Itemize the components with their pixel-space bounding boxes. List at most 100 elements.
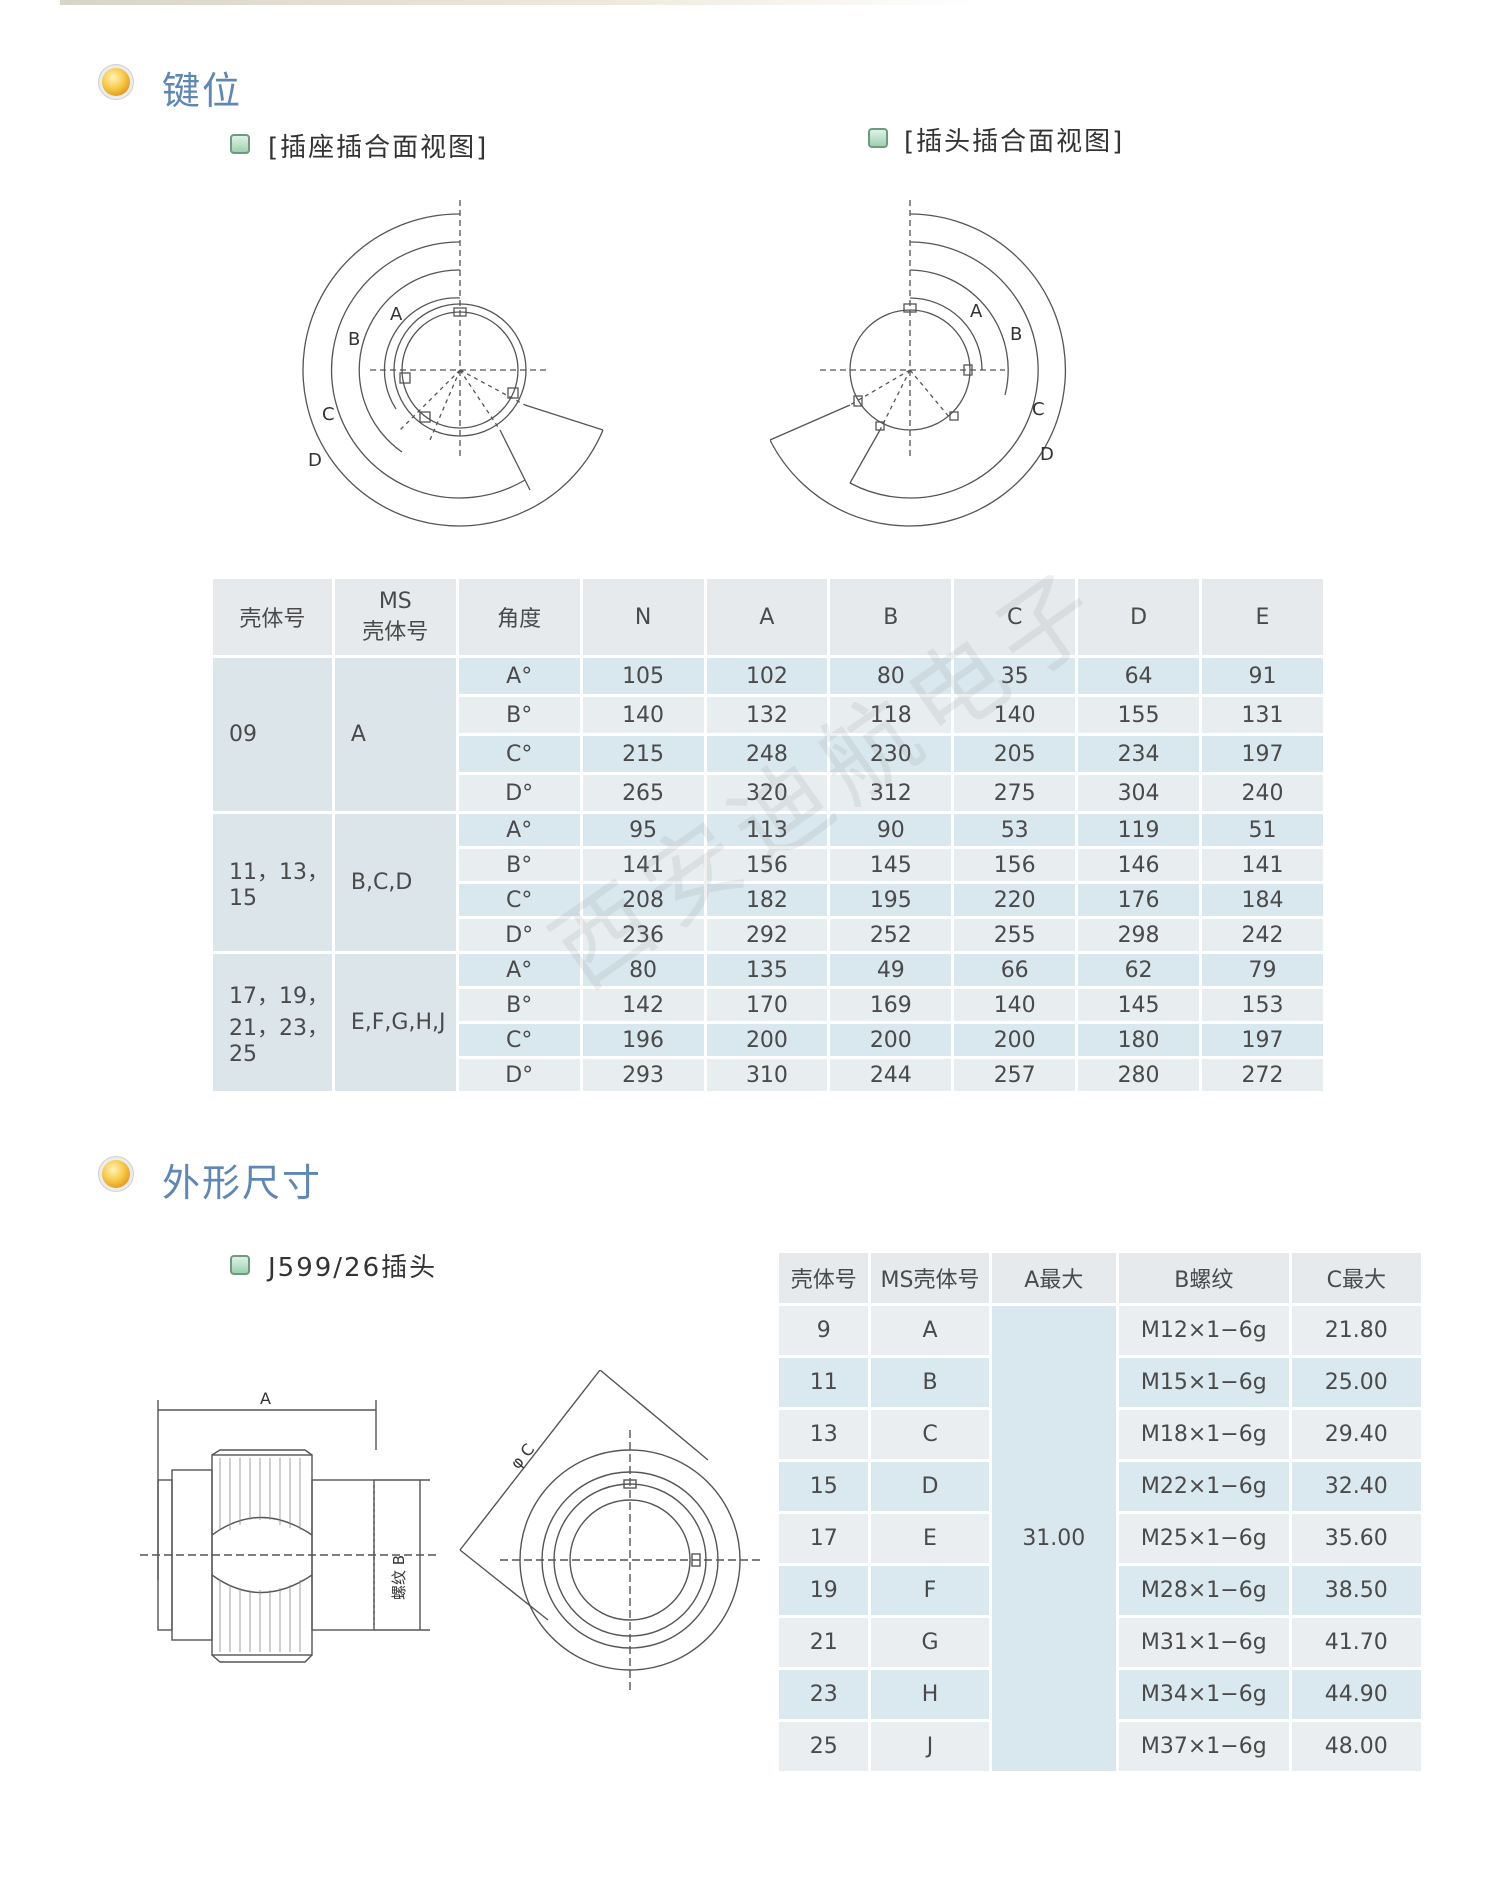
value-cell: 272 — [1202, 1059, 1323, 1091]
value-cell: 49 — [830, 954, 952, 986]
value-cell: 118 — [830, 697, 952, 733]
value-cell: 145 — [830, 849, 952, 881]
col-ms-shell: MS壳体号 — [871, 1253, 989, 1303]
col-d: D — [1078, 579, 1199, 655]
c-max-cell: 44.90 — [1291, 1670, 1421, 1719]
value-cell: 176 — [1078, 884, 1199, 916]
col-c: C — [954, 579, 1076, 655]
section-bullet-icon — [102, 1160, 130, 1188]
ms-shell-cell: J — [871, 1722, 989, 1771]
value-cell: 320 — [706, 775, 828, 811]
value-cell: 196 — [582, 1024, 704, 1056]
col-shell: 壳体号 — [779, 1253, 869, 1303]
plug-side-view-drawing: A 螺纹 B — [140, 1389, 440, 1663]
label-c: C — [1032, 399, 1045, 420]
angle-cell: D° — [458, 1059, 580, 1091]
section-title-dimensions: 外形尺寸 — [162, 1161, 323, 1205]
value-cell: 265 — [582, 775, 704, 811]
shell-cell: 17，19，21，23，25 — [213, 954, 332, 1091]
value-cell: 102 — [706, 658, 828, 694]
angle-cell: C° — [458, 1024, 580, 1056]
value-cell: 155 — [1078, 697, 1199, 733]
value-cell: 197 — [1202, 736, 1323, 772]
angle-cell: A° — [458, 658, 580, 694]
receptacle-keying-diagram: A B C D — [302, 200, 604, 527]
angle-cell: A° — [458, 814, 580, 846]
value-cell: 146 — [1078, 849, 1199, 881]
value-cell: 105 — [582, 658, 704, 694]
shell-cell: 11，13，15 — [213, 814, 332, 951]
angle-cell: C° — [458, 884, 580, 916]
value-cell: 66 — [954, 954, 1076, 986]
value-cell: 252 — [830, 919, 952, 951]
angle-cell: C° — [458, 736, 580, 772]
value-cell: 170 — [706, 989, 828, 1021]
ms-shell-cell: D — [871, 1462, 989, 1511]
ms-shell-cell: C — [871, 1410, 989, 1459]
value-cell: 240 — [1202, 775, 1323, 811]
value-cell: 255 — [954, 919, 1076, 951]
label-b: B — [348, 329, 360, 350]
ms-shell-cell: H — [871, 1670, 989, 1719]
thread-cell: M22×1−6g — [1119, 1462, 1289, 1511]
label-d: D — [308, 450, 322, 471]
c-max-cell: 48.00 — [1291, 1722, 1421, 1771]
label-c: C — [322, 404, 335, 425]
section-bullet-icon — [102, 68, 130, 96]
value-cell: 80 — [582, 954, 704, 986]
c-max-cell: 32.40 — [1291, 1462, 1421, 1511]
plug-view-title: [插头插合面视图] — [904, 127, 1125, 157]
value-cell: 242 — [1202, 919, 1323, 951]
shell-cell: 23 — [779, 1670, 869, 1719]
value-cell: 280 — [1078, 1059, 1199, 1091]
col-a-max: A最大 — [991, 1253, 1117, 1303]
value-cell: 156 — [706, 849, 828, 881]
ms-shell-cell: B,C,D — [334, 814, 456, 951]
ms-shell-cell: A — [871, 1306, 989, 1355]
shell-cell: 11 — [779, 1358, 869, 1407]
value-cell: 113 — [706, 814, 828, 846]
thread-cell: M31×1−6g — [1119, 1618, 1289, 1667]
value-cell: 208 — [582, 884, 704, 916]
thread-cell: M18×1−6g — [1119, 1410, 1289, 1459]
c-max-cell: 29.40 — [1291, 1410, 1421, 1459]
value-cell: 200 — [706, 1024, 828, 1056]
value-cell: 140 — [954, 697, 1076, 733]
label-b: B — [1010, 324, 1022, 345]
ms-shell-cell: F — [871, 1566, 989, 1615]
value-cell: 51 — [1202, 814, 1323, 846]
value-cell: 234 — [1078, 736, 1199, 772]
value-cell: 153 — [1202, 989, 1323, 1021]
a-max-cell: 31.00 — [991, 1306, 1117, 1771]
value-cell: 141 — [1202, 849, 1323, 881]
value-cell: 131 — [1202, 697, 1323, 733]
col-angle: 角度 — [458, 579, 580, 655]
value-cell: 91 — [1202, 658, 1323, 694]
value-cell: 195 — [830, 884, 952, 916]
value-cell: 90 — [830, 814, 952, 846]
c-max-cell: 21.80 — [1291, 1306, 1421, 1355]
shell-cell: 17 — [779, 1514, 869, 1563]
value-cell: 257 — [954, 1059, 1076, 1091]
value-cell: 79 — [1202, 954, 1323, 986]
value-cell: 140 — [954, 989, 1076, 1021]
value-cell: 169 — [830, 989, 952, 1021]
value-cell: 304 — [1078, 775, 1199, 811]
value-cell: 293 — [582, 1059, 704, 1091]
value-cell: 53 — [954, 814, 1076, 846]
